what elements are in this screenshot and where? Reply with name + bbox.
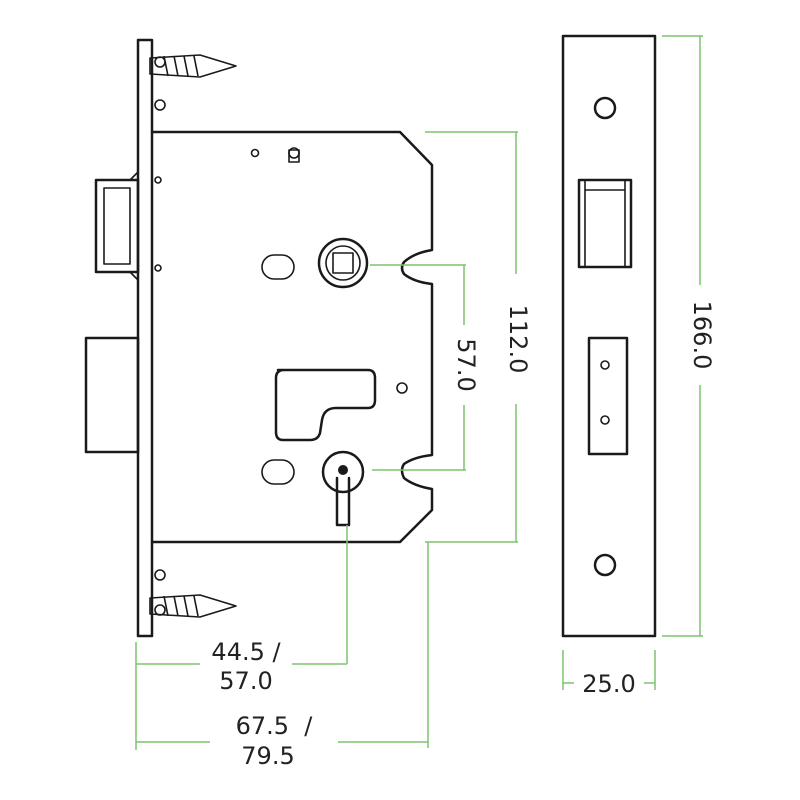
dim-depth-line: [136, 542, 429, 748]
dim-166-line: [662, 35, 703, 637]
wood-screw-top: [149, 54, 237, 78]
slot-lower: [261, 459, 295, 485]
latch-bolt: [94, 178, 140, 274]
latch-bolt-inner: [103, 187, 131, 265]
pin-middle: [154, 264, 162, 272]
faceplate-outline: [561, 34, 657, 638]
dimension-lines: [135, 35, 703, 750]
follower-outer: [317, 237, 369, 289]
dim-57-line: [370, 264, 466, 471]
pin-upper: [154, 176, 162, 184]
faceplate-screw-hole-top: [593, 96, 617, 120]
forend-plate: [136, 38, 154, 638]
case-screw-hole: [396, 382, 408, 394]
case-cutout: [274, 368, 377, 442]
faceplate-latch-detail: [584, 180, 626, 267]
wood-screw-bottom: [149, 594, 237, 618]
faceplate-screw-hole-bottom: [593, 553, 617, 577]
dimension-labels: 57.0 112.0 166.0 25.0 44.5 / 57.0 67.5 /…: [211, 301, 716, 770]
dim-25-line: [562, 650, 656, 690]
forend-screw-top: [154, 56, 166, 68]
dim-112-line: [425, 131, 518, 543]
label-depth-2: 79.5: [241, 742, 294, 770]
keyhole-slot: [335, 476, 351, 527]
lock-case-body: [150, 130, 434, 544]
label-faceplate-width: 25.0: [582, 670, 635, 698]
forend-screw-lower: [154, 569, 166, 581]
label-case-height: 112.0: [504, 305, 532, 374]
faceplate-latch-opening: [577, 178, 633, 269]
keyhole-centre: [338, 465, 348, 475]
wood-screw-top-thread: [163, 55, 199, 77]
forend-screw-upper: [154, 99, 166, 111]
wood-screw-bottom-thread: [163, 595, 199, 617]
label-depth-1: 67.5 /: [236, 712, 314, 740]
rivet-left: [250, 148, 260, 158]
label-backset-2: 57.0: [219, 667, 272, 695]
dim-backset-line: [135, 525, 348, 750]
label-centres: 57.0: [452, 338, 480, 391]
faceplate-front-view: [561, 34, 657, 638]
spindle-square: [332, 252, 354, 274]
label-faceplate-height: 166.0: [688, 301, 716, 370]
bolt-screw-bottom: [600, 415, 610, 425]
follower-ring: [325, 245, 361, 281]
label-backset-1: 44.5 /: [211, 638, 281, 666]
rivet-square: [288, 149, 300, 163]
forend-screw-bottom: [154, 604, 166, 616]
faceplate-bolt-opening: [587, 336, 629, 456]
lock-side-view: [84, 38, 434, 638]
bolt-screw-top: [600, 360, 610, 370]
keyhole-round: [321, 450, 365, 494]
dead-bolt: [84, 336, 140, 454]
slot-upper: [261, 254, 295, 280]
latch-bolt-bevel: [129, 171, 139, 281]
